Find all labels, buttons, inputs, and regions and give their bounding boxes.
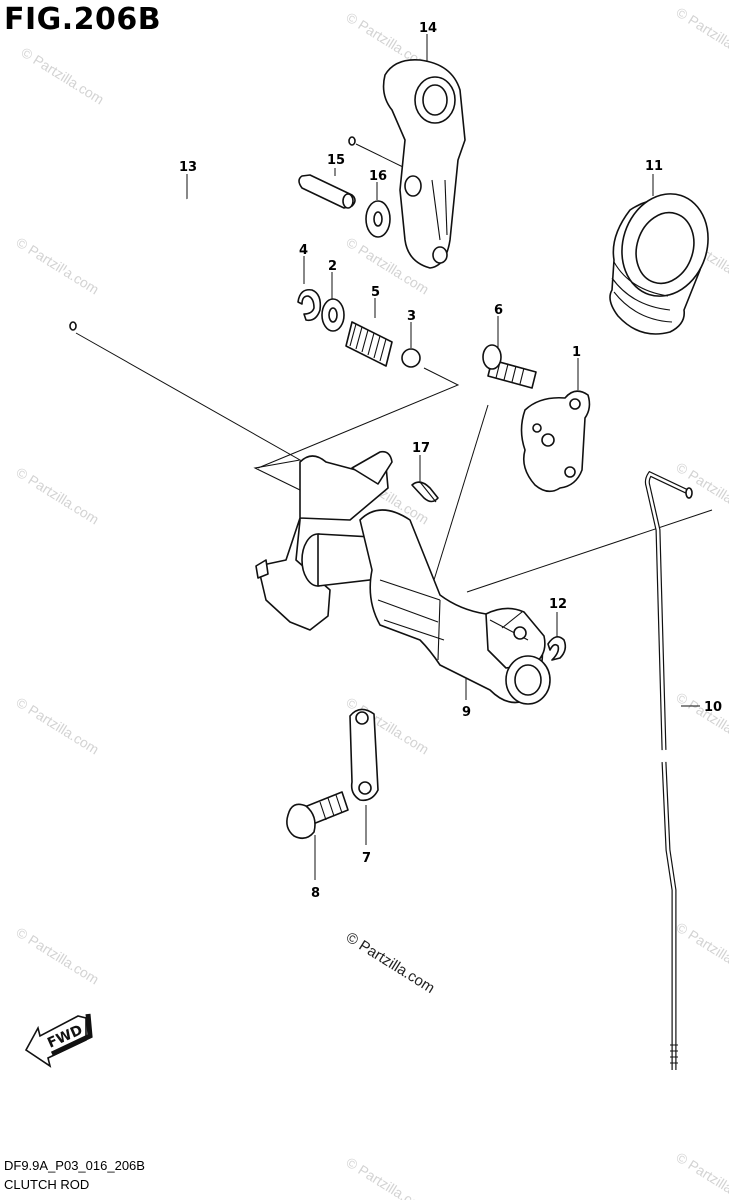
svg-text:© Partzilla.com: © Partzilla.com bbox=[673, 689, 729, 753]
callout-13: 13 bbox=[179, 160, 197, 175]
part-2-washer bbox=[321, 298, 345, 332]
part-5-spring bbox=[345, 321, 393, 367]
svg-text:© Partzilla.com: © Partzilla.com bbox=[13, 924, 101, 988]
part-17-cotter-pin bbox=[411, 481, 439, 503]
callout-15: 15 bbox=[327, 153, 345, 168]
callout-1: 1 bbox=[572, 345, 581, 360]
callout-12: 12 bbox=[549, 597, 567, 612]
callout-6: 6 bbox=[494, 303, 503, 318]
figure-code: DF9.9A_P03_016_206B bbox=[4, 1158, 145, 1173]
svg-text:© Partzilla.com: © Partzilla.com bbox=[343, 1154, 431, 1200]
figure-title: FIG.206B bbox=[4, 2, 162, 37]
part-16-washer bbox=[365, 200, 391, 238]
part-1-plate bbox=[520, 390, 591, 493]
part-3-ball bbox=[401, 348, 421, 368]
callout-8: 8 bbox=[311, 886, 320, 901]
part-13-rod bbox=[26, 122, 356, 331]
part-7-link bbox=[349, 708, 379, 802]
part-11-grommet bbox=[609, 193, 709, 335]
part-8-bolt bbox=[286, 791, 349, 840]
part-4-circlip bbox=[297, 288, 322, 322]
callout-14: 14 bbox=[419, 21, 437, 36]
svg-text:© Partzilla.com: © Partzilla.com bbox=[13, 464, 101, 528]
callout-3: 3 bbox=[407, 309, 416, 324]
part-15-pin bbox=[298, 174, 356, 209]
callout-10: 10 bbox=[704, 700, 722, 715]
part-9-shaft bbox=[255, 450, 551, 705]
callout-16: 16 bbox=[369, 169, 387, 184]
svg-text:© Partzilla.com: © Partzilla.com bbox=[673, 4, 729, 68]
svg-text:© Partzilla.com: © Partzilla.com bbox=[13, 694, 101, 758]
callout-11: 11 bbox=[645, 159, 663, 174]
leader-lines bbox=[75, 34, 713, 880]
callout-9: 9 bbox=[462, 705, 471, 720]
watermark-main: © Partzilla.com bbox=[343, 929, 438, 997]
svg-text:© Partzilla.com: © Partzilla.com bbox=[13, 234, 101, 298]
callout-7: 7 bbox=[362, 851, 371, 866]
callout-4: 4 bbox=[299, 243, 308, 258]
fwd-arrow-icon: FWD bbox=[24, 1013, 93, 1068]
figure-name: CLUTCH ROD bbox=[4, 1177, 90, 1192]
svg-text:© Partzilla.com: © Partzilla.com bbox=[18, 44, 106, 108]
part-10-rod bbox=[644, 470, 693, 1070]
part-12-clip bbox=[547, 636, 567, 661]
callout-labels: 1 2 3 4 5 6 7 8 9 10 11 12 13 14 15 16 1… bbox=[179, 21, 722, 901]
callout-2: 2 bbox=[328, 259, 337, 274]
callout-5: 5 bbox=[371, 285, 380, 300]
svg-text:© Partzilla.com: © Partzilla.com bbox=[673, 1149, 729, 1200]
callout-17: 17 bbox=[412, 441, 430, 456]
svg-text:© Partzilla.com: © Partzilla.com bbox=[673, 919, 729, 983]
part-14-lever bbox=[382, 58, 466, 269]
part-6-bolt bbox=[482, 344, 537, 389]
